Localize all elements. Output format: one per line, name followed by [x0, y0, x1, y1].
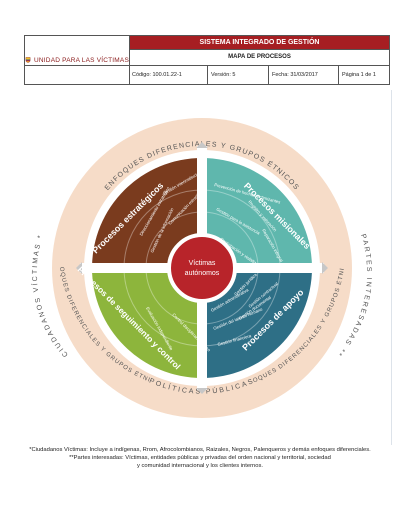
document-header: UNIDAD PARA LAS VÍCTIMAS SISTEMA INTEGRA…: [24, 35, 390, 85]
process-map-diagram: ENFOQUES DIFERENCIALES Y GRUPOS ÉTNICOS …: [0, 90, 370, 418]
quadrant-top-right: [202, 158, 312, 268]
system-title: SISTEMA INTEGRADO DE GESTIÓN: [130, 36, 389, 49]
version-cell: Versión: 5: [208, 66, 269, 85]
date-cell: Fecha: 31/03/2017: [269, 66, 339, 85]
quadrant-bottom-right: [202, 268, 312, 378]
coat-of-arms-icon: [25, 57, 31, 63]
page-edge: [391, 90, 392, 445]
document-subtitle: MAPA DE PROCESOS: [130, 49, 389, 66]
footnote: *Ciudadanos Víctimas: Incluye a indígena…: [10, 446, 390, 470]
code-cell: Código: 100.01.22-1: [129, 66, 208, 85]
meta-row: Código: 100.01.22-1 Versión: 5 Fecha: 31…: [25, 65, 389, 85]
footnote-line2: **Partes interesadas: Víctimas, entidade…: [69, 455, 331, 461]
footnote-line1: *Ciudadanos Víctimas: Incluye a indígena…: [29, 447, 371, 453]
logo: UNIDAD PARA LAS VÍCTIMAS: [25, 36, 130, 84]
center-line2: autónomos: [185, 270, 220, 277]
footnote-line3: y comunidad internacional y los clientes…: [137, 463, 263, 469]
quadrant-top-left: [92, 158, 202, 268]
center-circle: [167, 233, 237, 303]
page-cell: Página 1 de 1: [342, 72, 376, 78]
logo-text: UNIDAD PARA LAS VÍCTIMAS: [34, 56, 129, 64]
quadrant-bottom-left: [92, 268, 202, 378]
center-line1: Víctimas: [189, 260, 216, 267]
